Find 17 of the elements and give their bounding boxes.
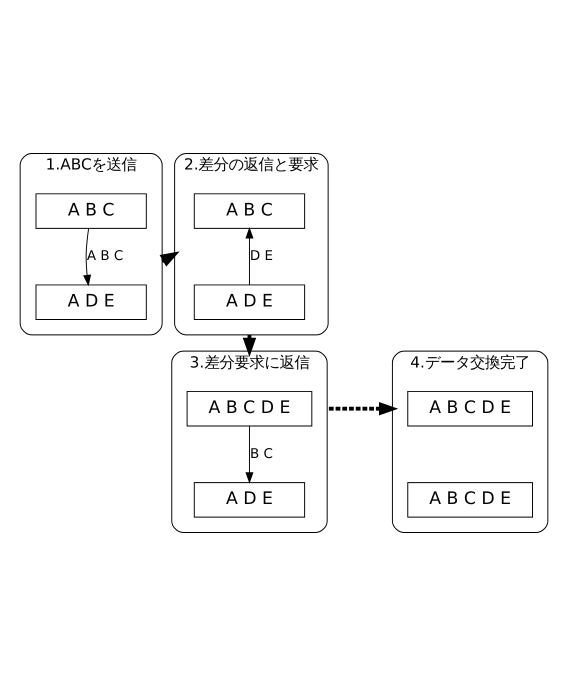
node-box: A B C D E <box>407 390 533 426</box>
arrow <box>83 228 92 286</box>
node-box: A B C <box>194 193 306 229</box>
arrow <box>327 402 398 416</box>
edge-label: D E <box>250 249 273 264</box>
arrow <box>245 426 254 484</box>
node-box: A B C <box>36 193 147 229</box>
arrow <box>160 251 180 267</box>
node-box: A D E <box>194 482 306 518</box>
node-box: A B C D E <box>407 482 533 518</box>
node-box: A D E <box>194 284 306 320</box>
node-box: A D E <box>36 284 147 320</box>
node-box: A B C D E <box>186 390 312 426</box>
arrow <box>245 226 254 286</box>
edge-label: A B C <box>86 249 124 264</box>
edge-label: B C <box>250 446 273 462</box>
arrow <box>242 334 256 357</box>
